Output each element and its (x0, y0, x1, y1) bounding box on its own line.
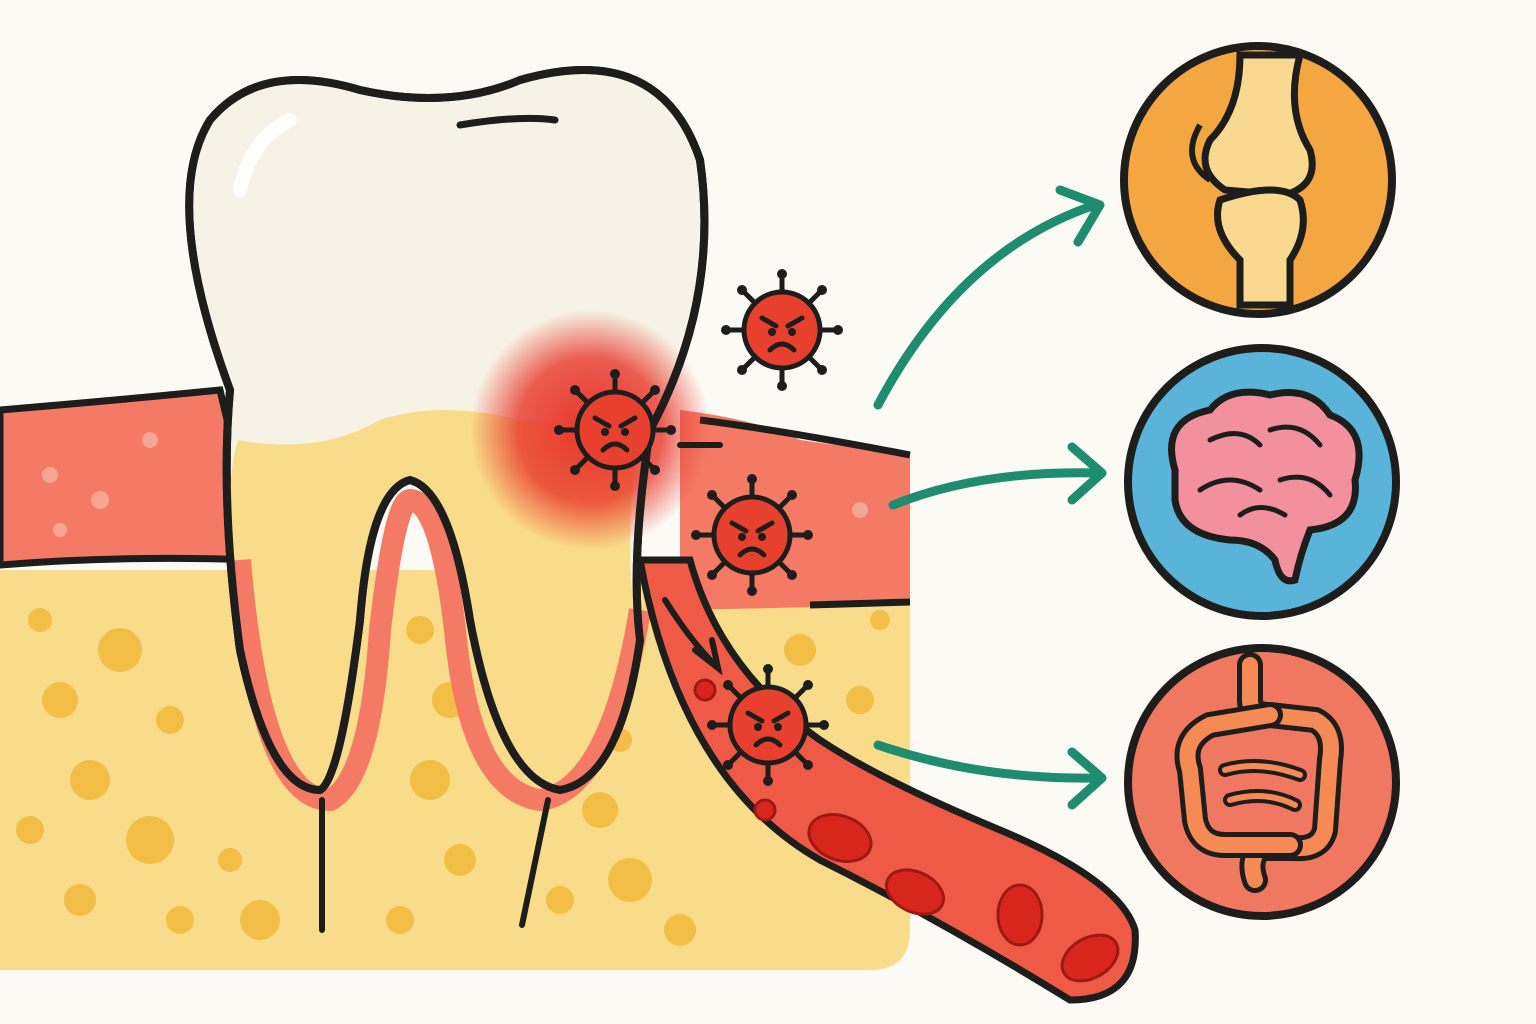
blood-cell (1060, 933, 1120, 983)
blood-cell (693, 678, 717, 702)
blood-cell (996, 883, 1044, 947)
tooth (185, 66, 710, 933)
blood-vessel (635, 556, 1139, 1004)
blood-cell (885, 868, 945, 916)
arrow-to-brain-icon (888, 442, 1107, 510)
bacteria-icon (691, 474, 813, 596)
intestine-icon (1124, 644, 1400, 920)
bacteria-icon (721, 269, 843, 391)
arrow-to-intestine-icon (873, 740, 1107, 810)
blood-cell (753, 798, 777, 822)
arrow-to-joint-icon (873, 185, 1105, 410)
blood-cell (807, 813, 873, 863)
bacteria-icon (707, 664, 829, 786)
joint-icon (1120, 42, 1396, 318)
brain-icon (1124, 344, 1400, 620)
bacteria-icon (554, 369, 676, 491)
spread-arrows (662, 442, 723, 676)
